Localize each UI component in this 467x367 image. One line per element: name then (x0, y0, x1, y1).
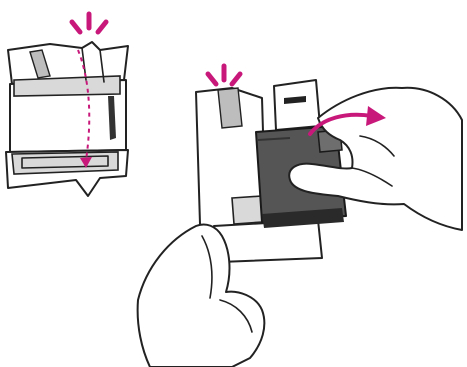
press-marks-icon (72, 14, 106, 32)
press-marks-icon-2 (208, 66, 240, 84)
panel-package-opening (6, 14, 128, 196)
cartridge-package (6, 42, 128, 196)
tape-strip-2 (218, 88, 242, 128)
panel-remove-cartridge (138, 66, 462, 367)
